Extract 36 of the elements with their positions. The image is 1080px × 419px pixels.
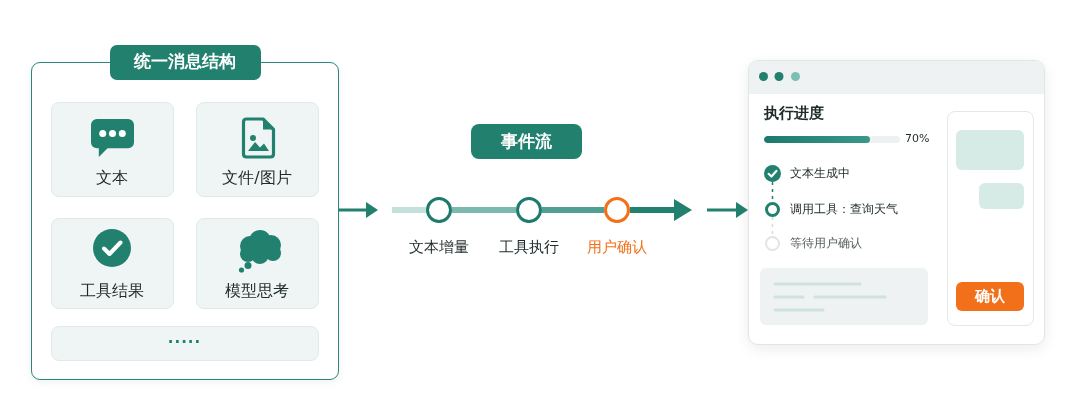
event-label: 工具执行 bbox=[498, 236, 560, 258]
event-node bbox=[604, 197, 630, 223]
progress-title: 执行进度 bbox=[764, 104, 824, 123]
event-label: 文本增量 bbox=[408, 236, 470, 258]
ellipsis-text: ····· bbox=[167, 332, 202, 352]
stage-title: 事件流 bbox=[471, 124, 582, 159]
step-text: 等待用户确认 bbox=[790, 234, 862, 252]
ring-icon bbox=[765, 202, 780, 217]
event-label: 用户确认 bbox=[586, 236, 648, 258]
dashed-connector bbox=[771, 216, 774, 237]
message-type-card bbox=[195, 101, 319, 197]
message-type-card bbox=[195, 217, 319, 309]
connector-line bbox=[392, 207, 426, 213]
card-label: 文本 bbox=[96, 167, 128, 188]
confirm-button: 确认 bbox=[955, 281, 1024, 311]
step-text: 文本生成中 bbox=[790, 164, 850, 182]
progress-percent: 70% bbox=[905, 132, 930, 146]
arrow bbox=[707, 204, 748, 216]
more-types-card bbox=[50, 325, 319, 361]
connector-line bbox=[542, 207, 604, 213]
card-label: 工具结果 bbox=[80, 280, 144, 301]
section-title: 统一消息结构 bbox=[109, 44, 261, 80]
card-label: 文件/图片 bbox=[222, 167, 292, 188]
ring-icon bbox=[765, 236, 780, 251]
side-panel bbox=[947, 111, 1034, 326]
arrow bbox=[339, 204, 378, 216]
step-text: 调用工具：查询天气 bbox=[790, 200, 898, 218]
app-window bbox=[748, 60, 1045, 345]
check-circle-icon bbox=[764, 165, 781, 182]
message-type-card bbox=[50, 217, 174, 309]
card-label: 模型思考 bbox=[225, 280, 289, 301]
event-node bbox=[516, 197, 542, 223]
arrow bbox=[630, 201, 692, 219]
connector-line bbox=[452, 207, 516, 213]
message-type-card bbox=[50, 101, 174, 197]
event-node bbox=[426, 197, 452, 223]
